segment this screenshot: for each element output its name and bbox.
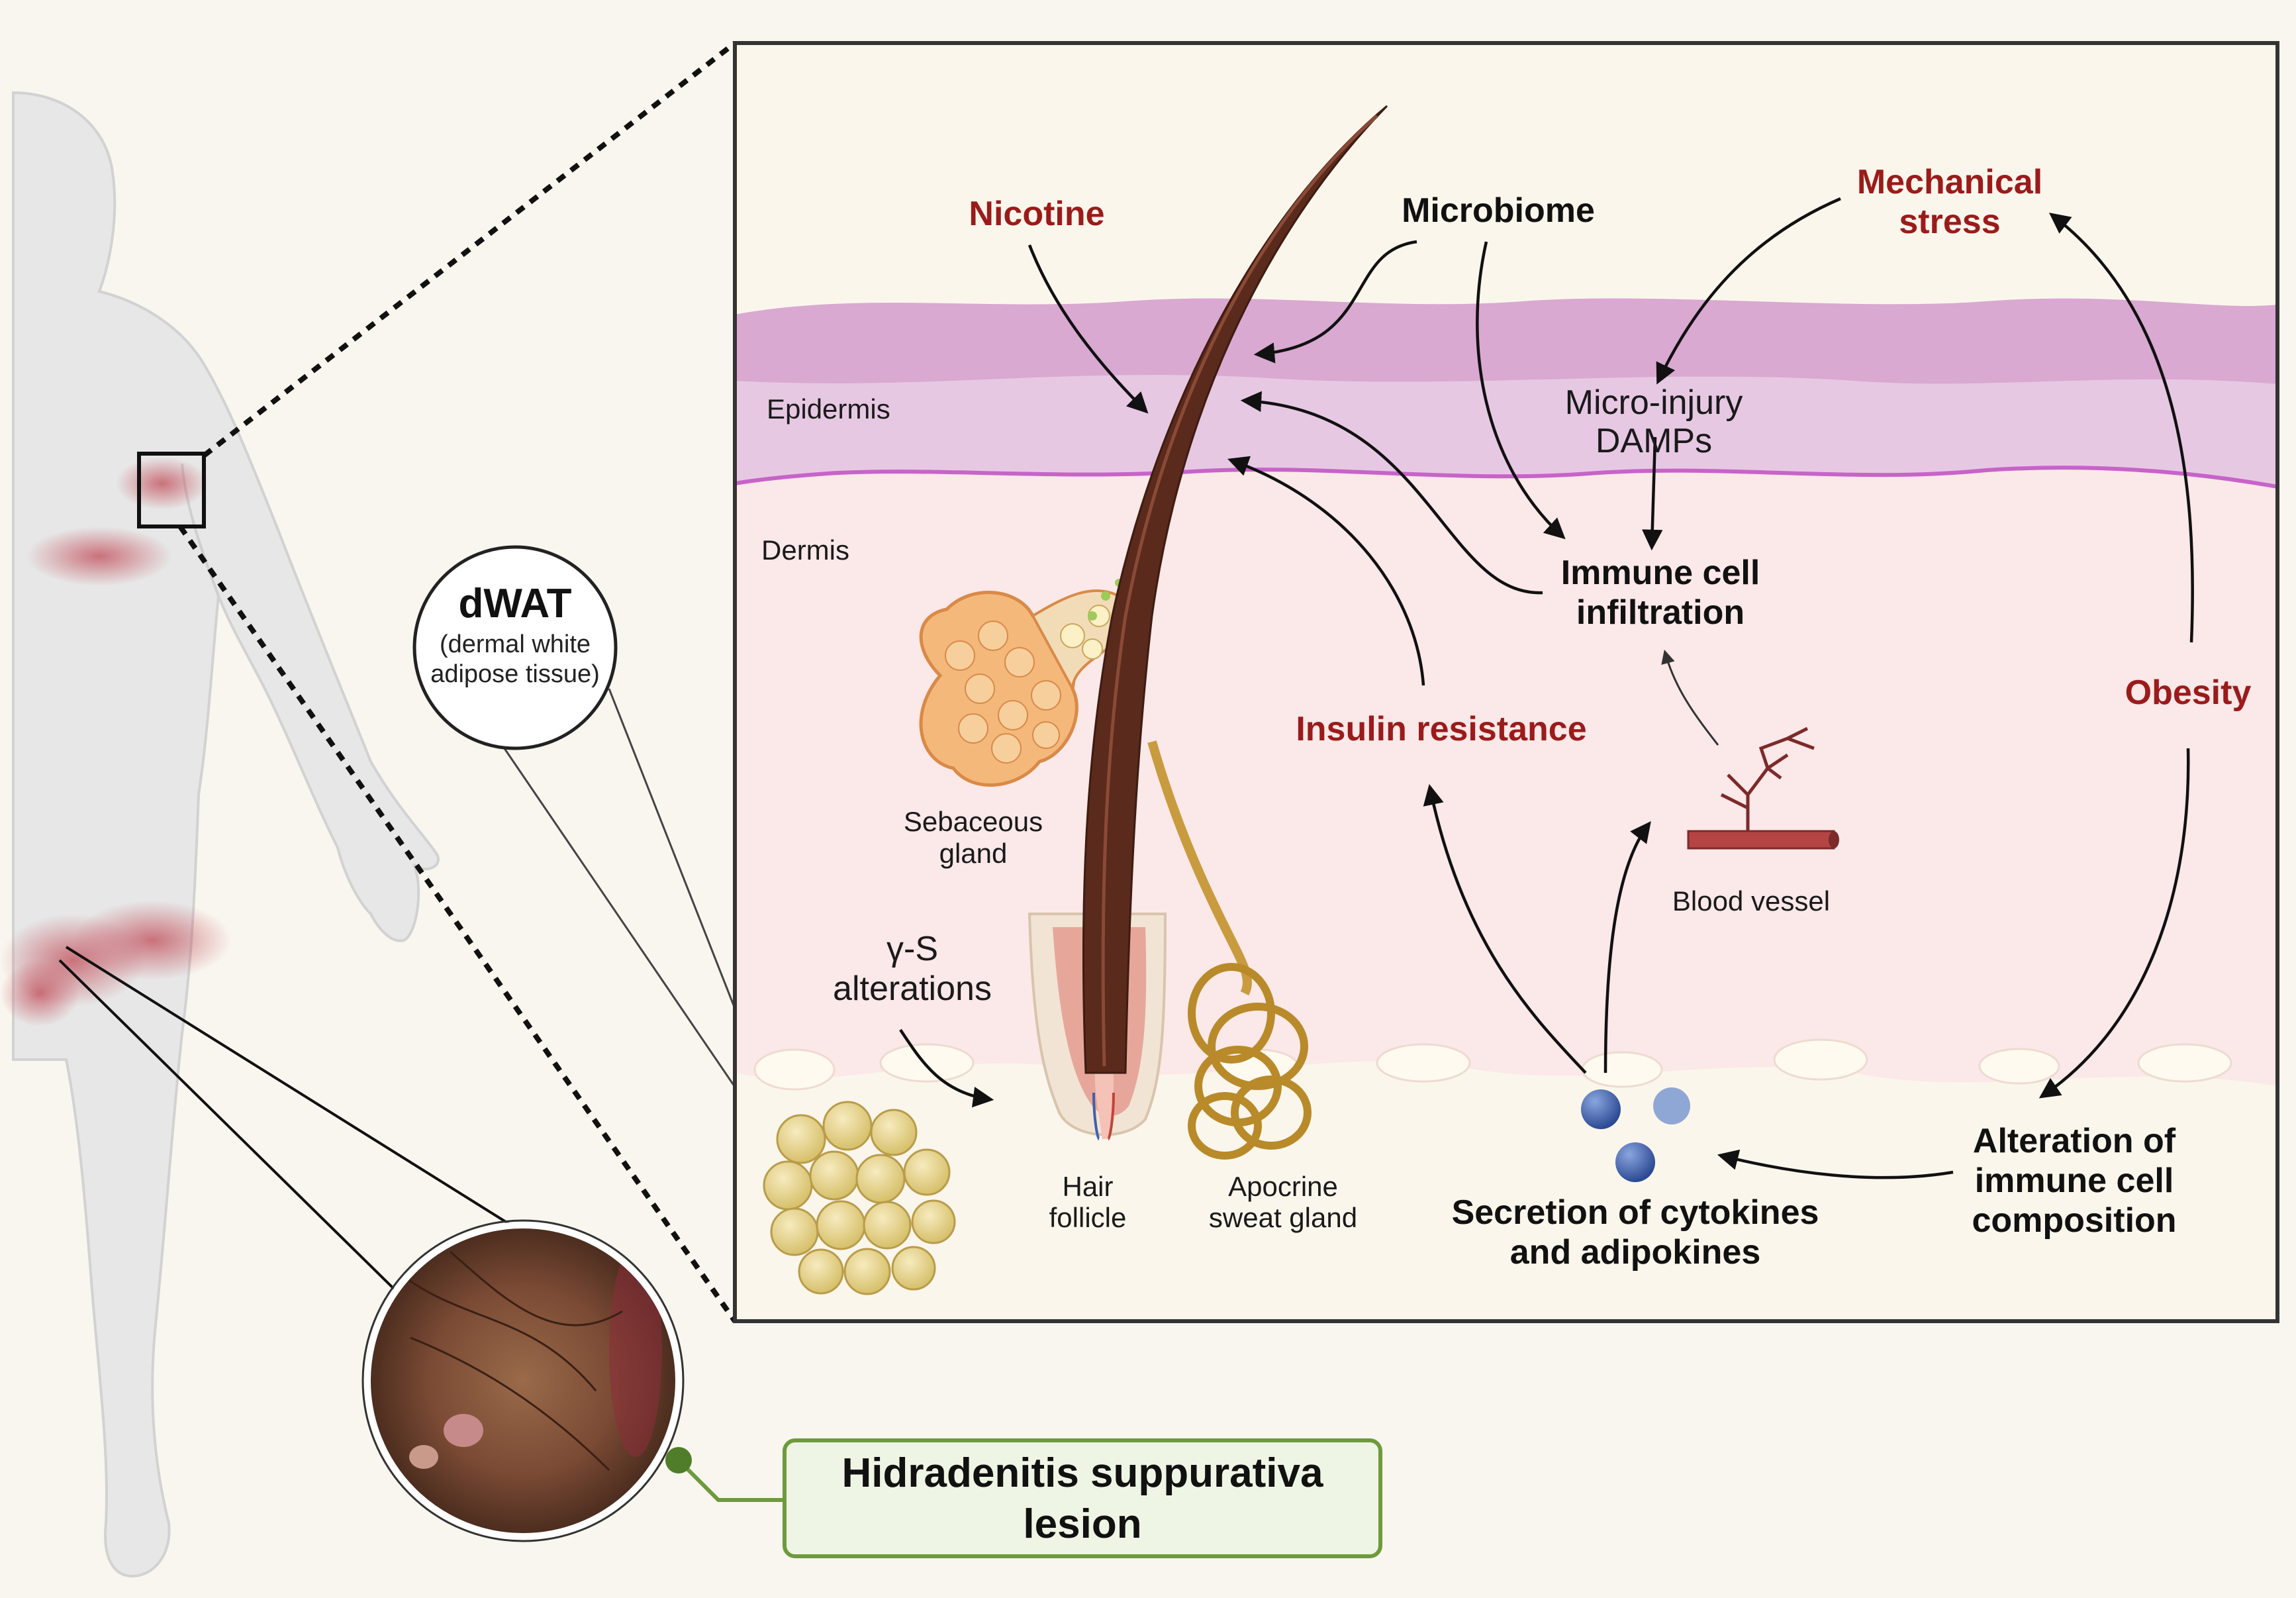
lesion-connector: [677, 1458, 785, 1502]
alteration-line3: composition: [1972, 1201, 2176, 1240]
arrow-secretion-insulin: [1423, 783, 1587, 1074]
dermis-label: Dermis: [761, 534, 849, 566]
factor-mechanical-2: stress: [1899, 203, 2000, 241]
lesion-label-line1: Hidradenitis suppurativa: [842, 1450, 1323, 1496]
arrow-immune-follicle: [1240, 391, 1543, 595]
microinjury-line2: DAMPs: [1596, 422, 1712, 460]
arrow-gs-follicle: [899, 1028, 994, 1108]
arrow-nicotine-follicle: [1028, 244, 1149, 414]
microinjury-line1: Micro-injury: [1565, 383, 1743, 422]
immune-cell: [1653, 1087, 1690, 1124]
lesion-photo: [361, 1219, 685, 1542]
dwat-pointer-1: [499, 741, 763, 1126]
arrow-stress-microinjury: [1656, 197, 1841, 385]
lesion-pointer-1: [58, 959, 438, 1332]
arrow-microbiome-immune: [1476, 241, 1566, 540]
epidermis-label: Epidermis: [767, 393, 890, 424]
zoom-line-bottom: [177, 524, 738, 1323]
sebaceous-label-2: gland: [939, 838, 1008, 869]
pathway-arrows: [899, 197, 2194, 1179]
immune-infiltration-line2: infiltration: [1576, 593, 1745, 632]
secretion-line1: Secretion of cytokines: [1452, 1193, 1819, 1232]
immune-cells: [1581, 1087, 1690, 1182]
arrow-obesity-stress: [2048, 213, 2194, 643]
immune-cell: [1615, 1142, 1655, 1182]
immune-cell: [1581, 1089, 1621, 1129]
stratum-corneum: [735, 298, 2277, 384]
basement-membrane: [735, 466, 2277, 489]
factor-nicotine: Nicotine: [969, 195, 1104, 233]
factor-mechanical-1: Mechanical: [1857, 163, 2042, 201]
factor-insulin-resistance: Insulin resistance: [1296, 710, 1586, 748]
gs-alterations-2: alterations: [833, 970, 992, 1008]
arrow-vessel-immune: [1661, 649, 1719, 746]
dwat-callout: dWAT (dermal white adipose tissue): [412, 545, 618, 750]
factor-microbiome: Microbiome: [1402, 191, 1595, 230]
gs-alterations-1: γ-S: [886, 930, 938, 968]
hair-follicle-label-2: follicle: [1049, 1202, 1127, 1233]
sebaceous-gland: [919, 579, 1127, 787]
arrow-obesity-alteration: [2038, 748, 2190, 1099]
arrow-alteration-secretion: [1717, 1149, 1954, 1179]
sebaceous-label-1: Sebaceous: [904, 806, 1043, 837]
arrow-insulin-follicle: [1227, 456, 1425, 686]
blood-vessel: [1687, 726, 1839, 850]
arrow-secretion-vessel: [1603, 821, 1651, 1074]
zoom-line-top: [202, 40, 737, 458]
lesion-label-box: Hidradenitis suppurativa lesion: [783, 1438, 1382, 1558]
adipocyte-cluster: [763, 1101, 956, 1295]
alteration-line2: immune cell: [1975, 1162, 2174, 1200]
apocrine-label-2: sweat gland: [1209, 1202, 1357, 1233]
dwat-sub2: adipose tissue): [430, 660, 600, 688]
arrow-microbiome-follicle: [1253, 240, 1417, 364]
alteration-line1: Alteration of: [1973, 1122, 2176, 1160]
human-body-figure: [0, 91, 440, 1578]
lesion-connector-dot: [665, 1447, 692, 1473]
apocrine-sweat-gland: [1188, 963, 1312, 1160]
zoom-region-box: [137, 452, 206, 528]
dwat-title: dWAT: [458, 581, 571, 626]
secretion-line2: and adipokines: [1510, 1233, 1761, 1272]
lesion-label-line2: lesion: [1023, 1501, 1141, 1547]
factor-obesity: Obesity: [2125, 674, 2252, 712]
dwat-circle: [412, 545, 618, 750]
hair-follicle-label-1: Hair: [1062, 1171, 1113, 1202]
dwat-sub1: (dermal white: [440, 630, 591, 658]
immune-infiltration-line1: Immune cell: [1561, 554, 1760, 592]
apocrine-label-1: Apocrine: [1228, 1171, 1338, 1202]
arrow-microinjury-immune: [1642, 436, 1663, 551]
blood-vessel-label: Blood vessel: [1672, 885, 1830, 917]
